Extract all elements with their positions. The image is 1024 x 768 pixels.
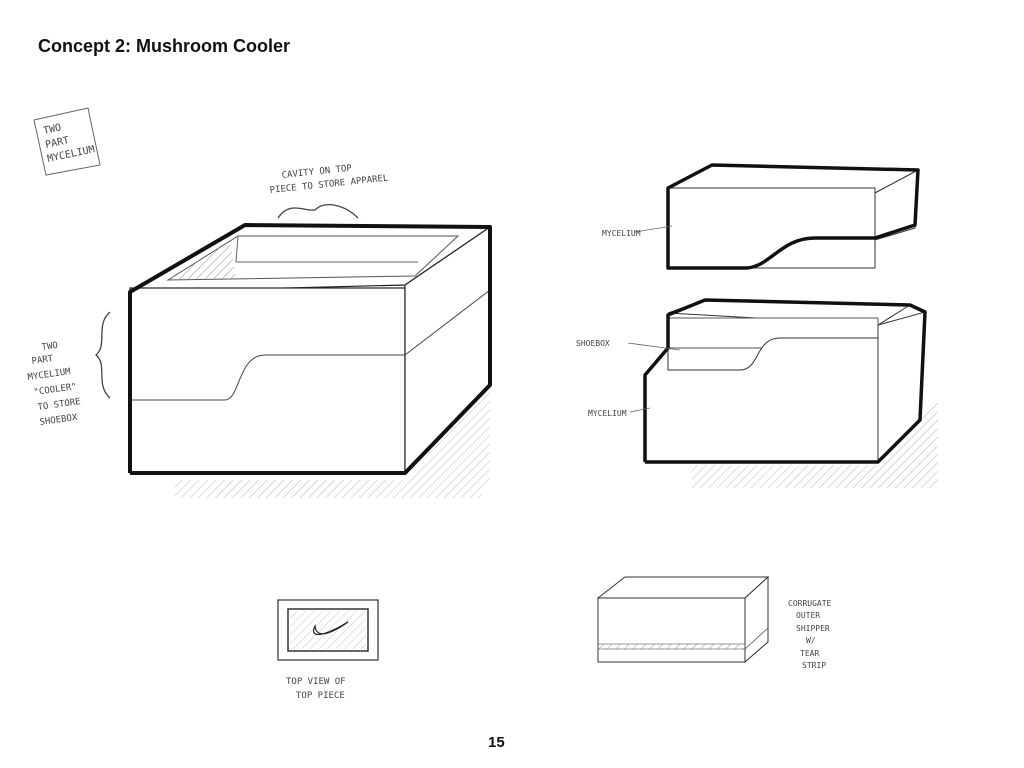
top-view-sketch bbox=[277, 599, 379, 661]
shipper-sketch bbox=[596, 575, 770, 664]
svg-text:TWO: TWO bbox=[41, 341, 58, 353]
svg-text:MYCELIUM: MYCELIUM bbox=[27, 367, 72, 383]
top-view-label: TOP VIEW OF TOP PIECE bbox=[286, 677, 346, 701]
swoosh-icon bbox=[313, 621, 349, 636]
svg-text:TWO: TWO bbox=[42, 122, 62, 137]
cooler-sketch bbox=[94, 204, 492, 498]
svg-text:"COOLER": "COOLER" bbox=[33, 382, 77, 398]
mycelium-bottom-label: MYCELIUM bbox=[588, 409, 627, 418]
page-title: Concept 2: Mushroom Cooler bbox=[38, 36, 291, 56]
svg-text:CORRUGATE: CORRUGATE bbox=[788, 599, 832, 608]
base-sketch bbox=[627, 298, 938, 488]
page-number: 15 bbox=[488, 734, 505, 751]
svg-text:OUTER: OUTER bbox=[796, 611, 820, 620]
svg-text:SHOEBOX: SHOEBOX bbox=[39, 413, 79, 428]
corrugate-label: CORRUGATE OUTER SHIPPER W/ TEAR STRIP bbox=[788, 599, 832, 670]
svg-text:TO STORE: TO STORE bbox=[37, 397, 81, 413]
cavity-label: CAVITY ON TOP PIECE TO STORE APPAREL bbox=[269, 164, 389, 196]
svg-text:TEAR: TEAR bbox=[800, 649, 819, 658]
svg-text:SHIPPER: SHIPPER bbox=[796, 624, 830, 633]
svg-text:STRIP: STRIP bbox=[802, 661, 826, 670]
svg-text:TOP VIEW OF: TOP VIEW OF bbox=[286, 677, 346, 687]
svg-text:PART: PART bbox=[44, 135, 70, 151]
svg-text:W/: W/ bbox=[806, 636, 816, 645]
svg-text:PART: PART bbox=[31, 354, 54, 367]
two-part-label: TWO PART MYCELIUM bbox=[33, 107, 101, 176]
mycelium-top-label: MYCELIUM bbox=[602, 229, 641, 238]
lid-sketch bbox=[634, 163, 920, 270]
svg-text:TOP PIECE: TOP PIECE bbox=[296, 691, 345, 701]
cooler-label: TWO PART MYCELIUM "COOLER" TO STORE SHOE… bbox=[27, 341, 81, 428]
shoebox-label: SHOEBOX bbox=[576, 339, 610, 348]
